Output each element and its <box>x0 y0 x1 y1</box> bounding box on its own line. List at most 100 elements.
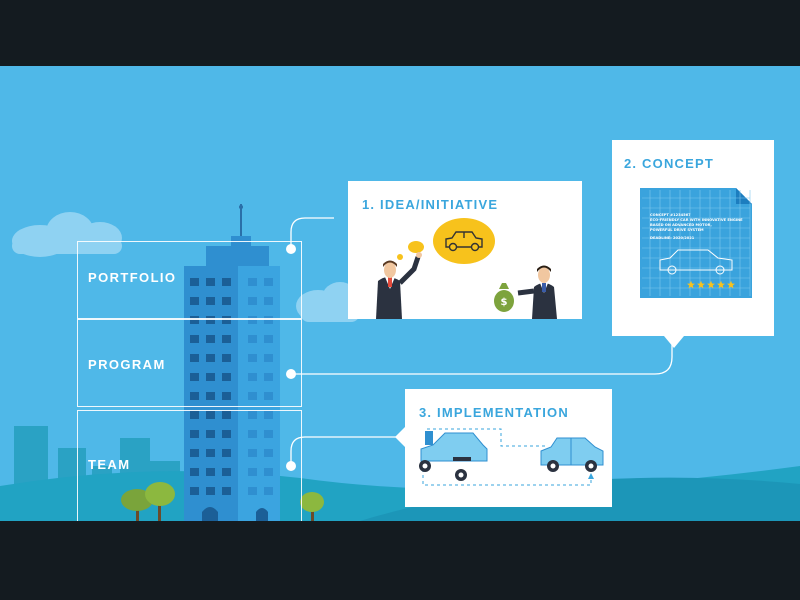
window <box>206 354 215 362</box>
star-icon <box>707 280 715 289</box>
window <box>190 297 199 305</box>
star-icon <box>687 280 695 289</box>
window <box>222 278 231 286</box>
window <box>222 411 231 419</box>
level-box-program[interactable] <box>77 319 302 407</box>
window <box>206 430 215 438</box>
window <box>248 316 257 324</box>
idea-illustration: $ <box>376 218 557 319</box>
window <box>206 449 215 457</box>
letterbox-bottom <box>0 521 800 600</box>
window <box>206 392 215 400</box>
level-label-portfolio: PORTFOLIO <box>88 270 177 285</box>
window <box>264 430 273 438</box>
stage-title-concept: 2. CONCEPT <box>624 156 715 171</box>
window <box>206 487 215 495</box>
window <box>248 335 257 343</box>
concept-line: POWERFUL DRIVE SYSTEM <box>650 228 704 232</box>
stage-card-concept[interactable]: 2. CONCEPT CONCEPT #1234567 ECO-FRIENDLY… <box>612 140 774 348</box>
window <box>222 468 231 476</box>
window <box>248 373 257 381</box>
concept-line: DEADLINE: 2020/2021 <box>650 236 695 240</box>
window <box>222 487 231 495</box>
window <box>206 316 215 324</box>
stage-title-idea: 1. IDEA/INITIATIVE <box>362 197 499 212</box>
window <box>206 335 215 343</box>
window <box>190 449 199 457</box>
money-bag-icon: $ <box>494 283 514 312</box>
rating-stars <box>687 280 735 289</box>
window <box>190 335 199 343</box>
illustration-canvas: PORTFOLIO PROGRAM TEAM 1. IDEA/INITIATIV… <box>0 66 800 521</box>
window <box>264 392 273 400</box>
window <box>264 316 273 324</box>
window <box>248 297 257 305</box>
level-box-portfolio[interactable] <box>77 241 302 319</box>
window <box>248 468 257 476</box>
window <box>206 411 215 419</box>
window <box>222 430 231 438</box>
window <box>222 297 231 305</box>
window <box>206 297 215 305</box>
window <box>190 468 199 476</box>
window <box>190 278 199 286</box>
window <box>222 335 231 343</box>
window <box>264 373 273 381</box>
cloud-icon <box>12 212 122 257</box>
car-icon <box>445 231 483 252</box>
building-icon <box>184 204 280 521</box>
window <box>264 297 273 305</box>
concept-line: ECO-FRIENDLY CAR WITH INNOVATIVE ENGINE <box>650 218 743 222</box>
window <box>264 449 273 457</box>
businessman-right <box>517 265 557 319</box>
window <box>206 373 215 381</box>
window <box>264 278 273 286</box>
stage-card-implementation[interactable]: 3. IMPLEMENTATION <box>395 389 612 507</box>
window <box>264 335 273 343</box>
star-icon <box>697 280 705 289</box>
window <box>264 411 273 419</box>
window <box>248 430 257 438</box>
window <box>190 411 199 419</box>
star-icon <box>717 280 725 289</box>
window <box>248 278 257 286</box>
connector-lines <box>290 217 673 466</box>
blueprint-sheet <box>640 188 752 298</box>
window <box>248 392 257 400</box>
window <box>206 468 215 476</box>
window <box>222 449 231 457</box>
letterbox-top <box>0 0 800 66</box>
star-icon <box>727 280 735 289</box>
concept-sheet-text: CONCEPT #1234567 ECO-FRIENDLY CAR WITH I… <box>650 213 743 289</box>
level-label-program: PROGRAM <box>88 357 166 372</box>
window <box>190 373 199 381</box>
level-label-team: TEAM <box>88 457 131 472</box>
car-icon <box>659 249 733 275</box>
window <box>222 354 231 362</box>
car-icon <box>419 431 488 481</box>
concept-line: CONCEPT #1234567 <box>650 213 691 217</box>
process-path <box>422 428 592 486</box>
window <box>190 392 199 400</box>
window <box>264 354 273 362</box>
window <box>264 487 273 495</box>
implementation-illustration <box>395 427 604 486</box>
window <box>190 487 199 495</box>
window <box>222 316 231 324</box>
tree-icon <box>300 492 324 521</box>
window <box>248 354 257 362</box>
window <box>222 392 231 400</box>
car-icon <box>540 437 604 472</box>
stage-title-implementation: 3. IMPLEMENTATION <box>419 405 569 420</box>
concept-illustration <box>640 188 752 348</box>
level-box-team[interactable] <box>77 410 302 521</box>
stage-card-idea[interactable]: 1. IDEA/INITIATIVE <box>348 181 582 319</box>
window <box>222 373 231 381</box>
window <box>206 278 215 286</box>
window <box>264 468 273 476</box>
window <box>190 316 199 324</box>
thought-bubble-icon <box>397 218 495 264</box>
window <box>248 487 257 495</box>
connector-dots <box>286 244 296 471</box>
